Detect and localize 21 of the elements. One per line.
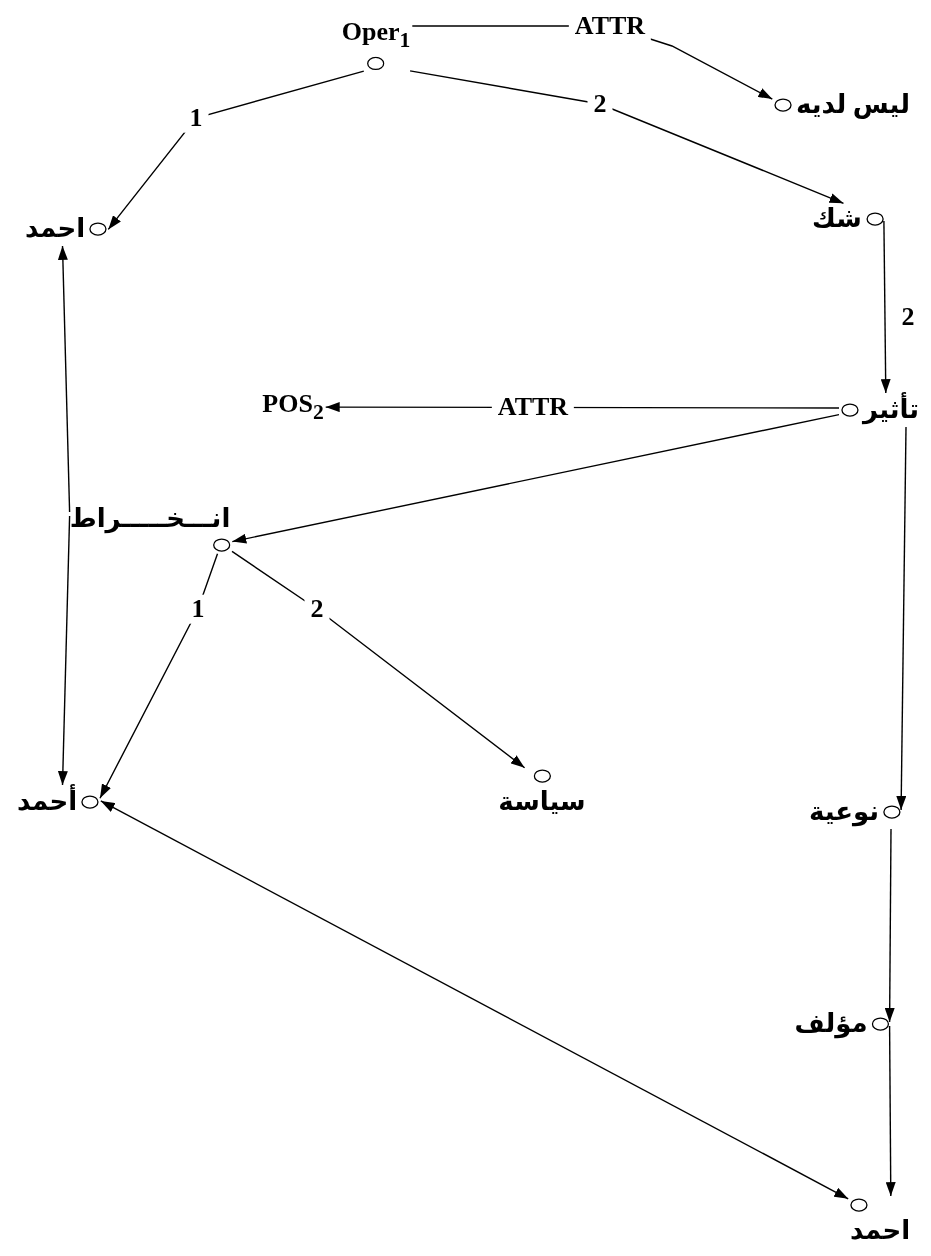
node-label: شك bbox=[812, 204, 862, 234]
arrow bbox=[409, 70, 845, 204]
arrow bbox=[57, 515, 71, 786]
arrow bbox=[57, 245, 71, 513]
node-label: سياسة bbox=[498, 787, 586, 817]
arrow bbox=[231, 413, 840, 544]
node-label: POS$_{2}$ bbox=[262, 389, 324, 425]
node-label: ليس لديه bbox=[796, 90, 910, 120]
arrow bbox=[884, 828, 895, 1023]
node-label: Oper$_{1}$ bbox=[341, 17, 411, 53]
arrow bbox=[885, 1025, 896, 1197]
arrow bbox=[100, 800, 849, 1200]
node-label: انـــخـــــراط bbox=[69, 504, 231, 534]
node-label: مؤلف bbox=[794, 1009, 868, 1039]
arrow bbox=[107, 70, 365, 231]
node-label: احمد bbox=[849, 1216, 911, 1246]
arrow bbox=[880, 220, 891, 394]
node-label: نوعية bbox=[808, 797, 880, 827]
node-label: احمد bbox=[24, 214, 86, 244]
arrow bbox=[231, 550, 526, 769]
arrow bbox=[896, 426, 907, 811]
